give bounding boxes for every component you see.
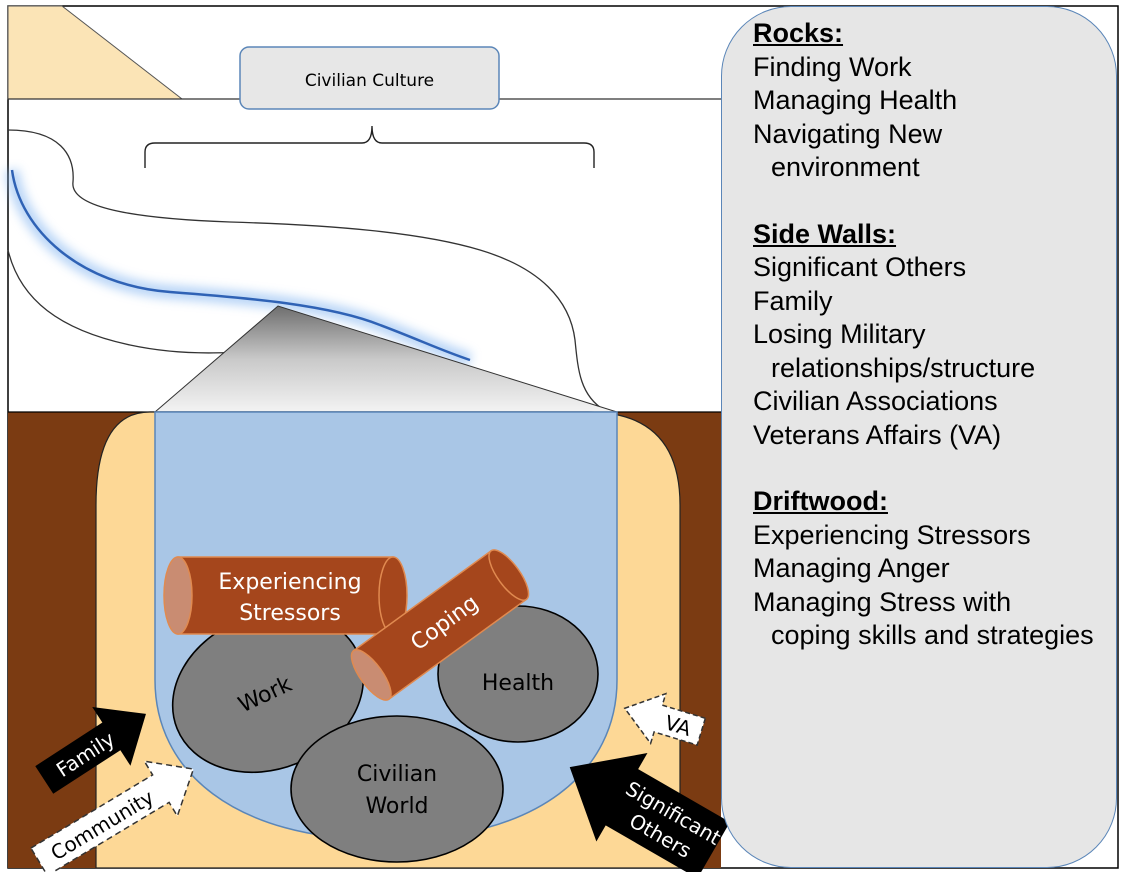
civilian-culture-box xyxy=(239,46,500,110)
rock-health-label: Health xyxy=(482,671,554,696)
legend-panel: Rocks: Finding Work Managing Health Navi… xyxy=(721,6,1117,868)
rock-civilian-world-label-2: World xyxy=(365,794,428,819)
rock-civilian-world xyxy=(290,715,504,863)
stream xyxy=(10,169,471,362)
rock-civilian-world-label-1: Civilian xyxy=(357,762,437,787)
culture-brace xyxy=(144,125,595,168)
legend-heading-rocks: Rocks: xyxy=(753,18,844,48)
legend-item: Veterans Affairs (VA) xyxy=(753,419,1002,450)
legend-item: Finding Work xyxy=(753,51,912,82)
legend-item: Navigating New environment xyxy=(753,118,943,183)
arrow-va: VA xyxy=(623,692,707,747)
river-bank-upper xyxy=(7,129,605,411)
legend-item: Family xyxy=(753,285,833,316)
driftwood-log-coping: Coping xyxy=(350,549,530,701)
legend-section-rocks: Rocks: Finding Work Managing Health Navi… xyxy=(753,17,1116,185)
civilian-culture-label: Civilian Culture xyxy=(305,71,434,91)
legend-item: Managing Anger xyxy=(753,553,950,583)
legend-heading-driftwood: Driftwood: xyxy=(753,486,888,516)
legend-item: Significant Others xyxy=(753,252,967,282)
legend-item: Losing Military relationships/structure xyxy=(753,319,1036,383)
legend-item: Experiencing Stressors xyxy=(753,519,1031,550)
legend-section-side-walls: Side Walls: Significant Others Family Lo… xyxy=(753,218,1116,453)
legend-item: Managing Health xyxy=(753,85,958,115)
legend-item: Civilian Associations xyxy=(753,386,998,416)
driftwood-log-stressors: Experiencing Stressors xyxy=(163,556,408,635)
legend-heading-side-walls: Side Walls: xyxy=(753,218,897,249)
log-stressors-label-2: Stressors xyxy=(239,601,341,626)
legend-item: Managing Stress with coping skills and s… xyxy=(753,586,1094,651)
legend-section-driftwood: Driftwood: Experiencing Stressors Managi… xyxy=(753,485,1116,653)
log-stressors-label-1: Experiencing xyxy=(218,570,361,595)
